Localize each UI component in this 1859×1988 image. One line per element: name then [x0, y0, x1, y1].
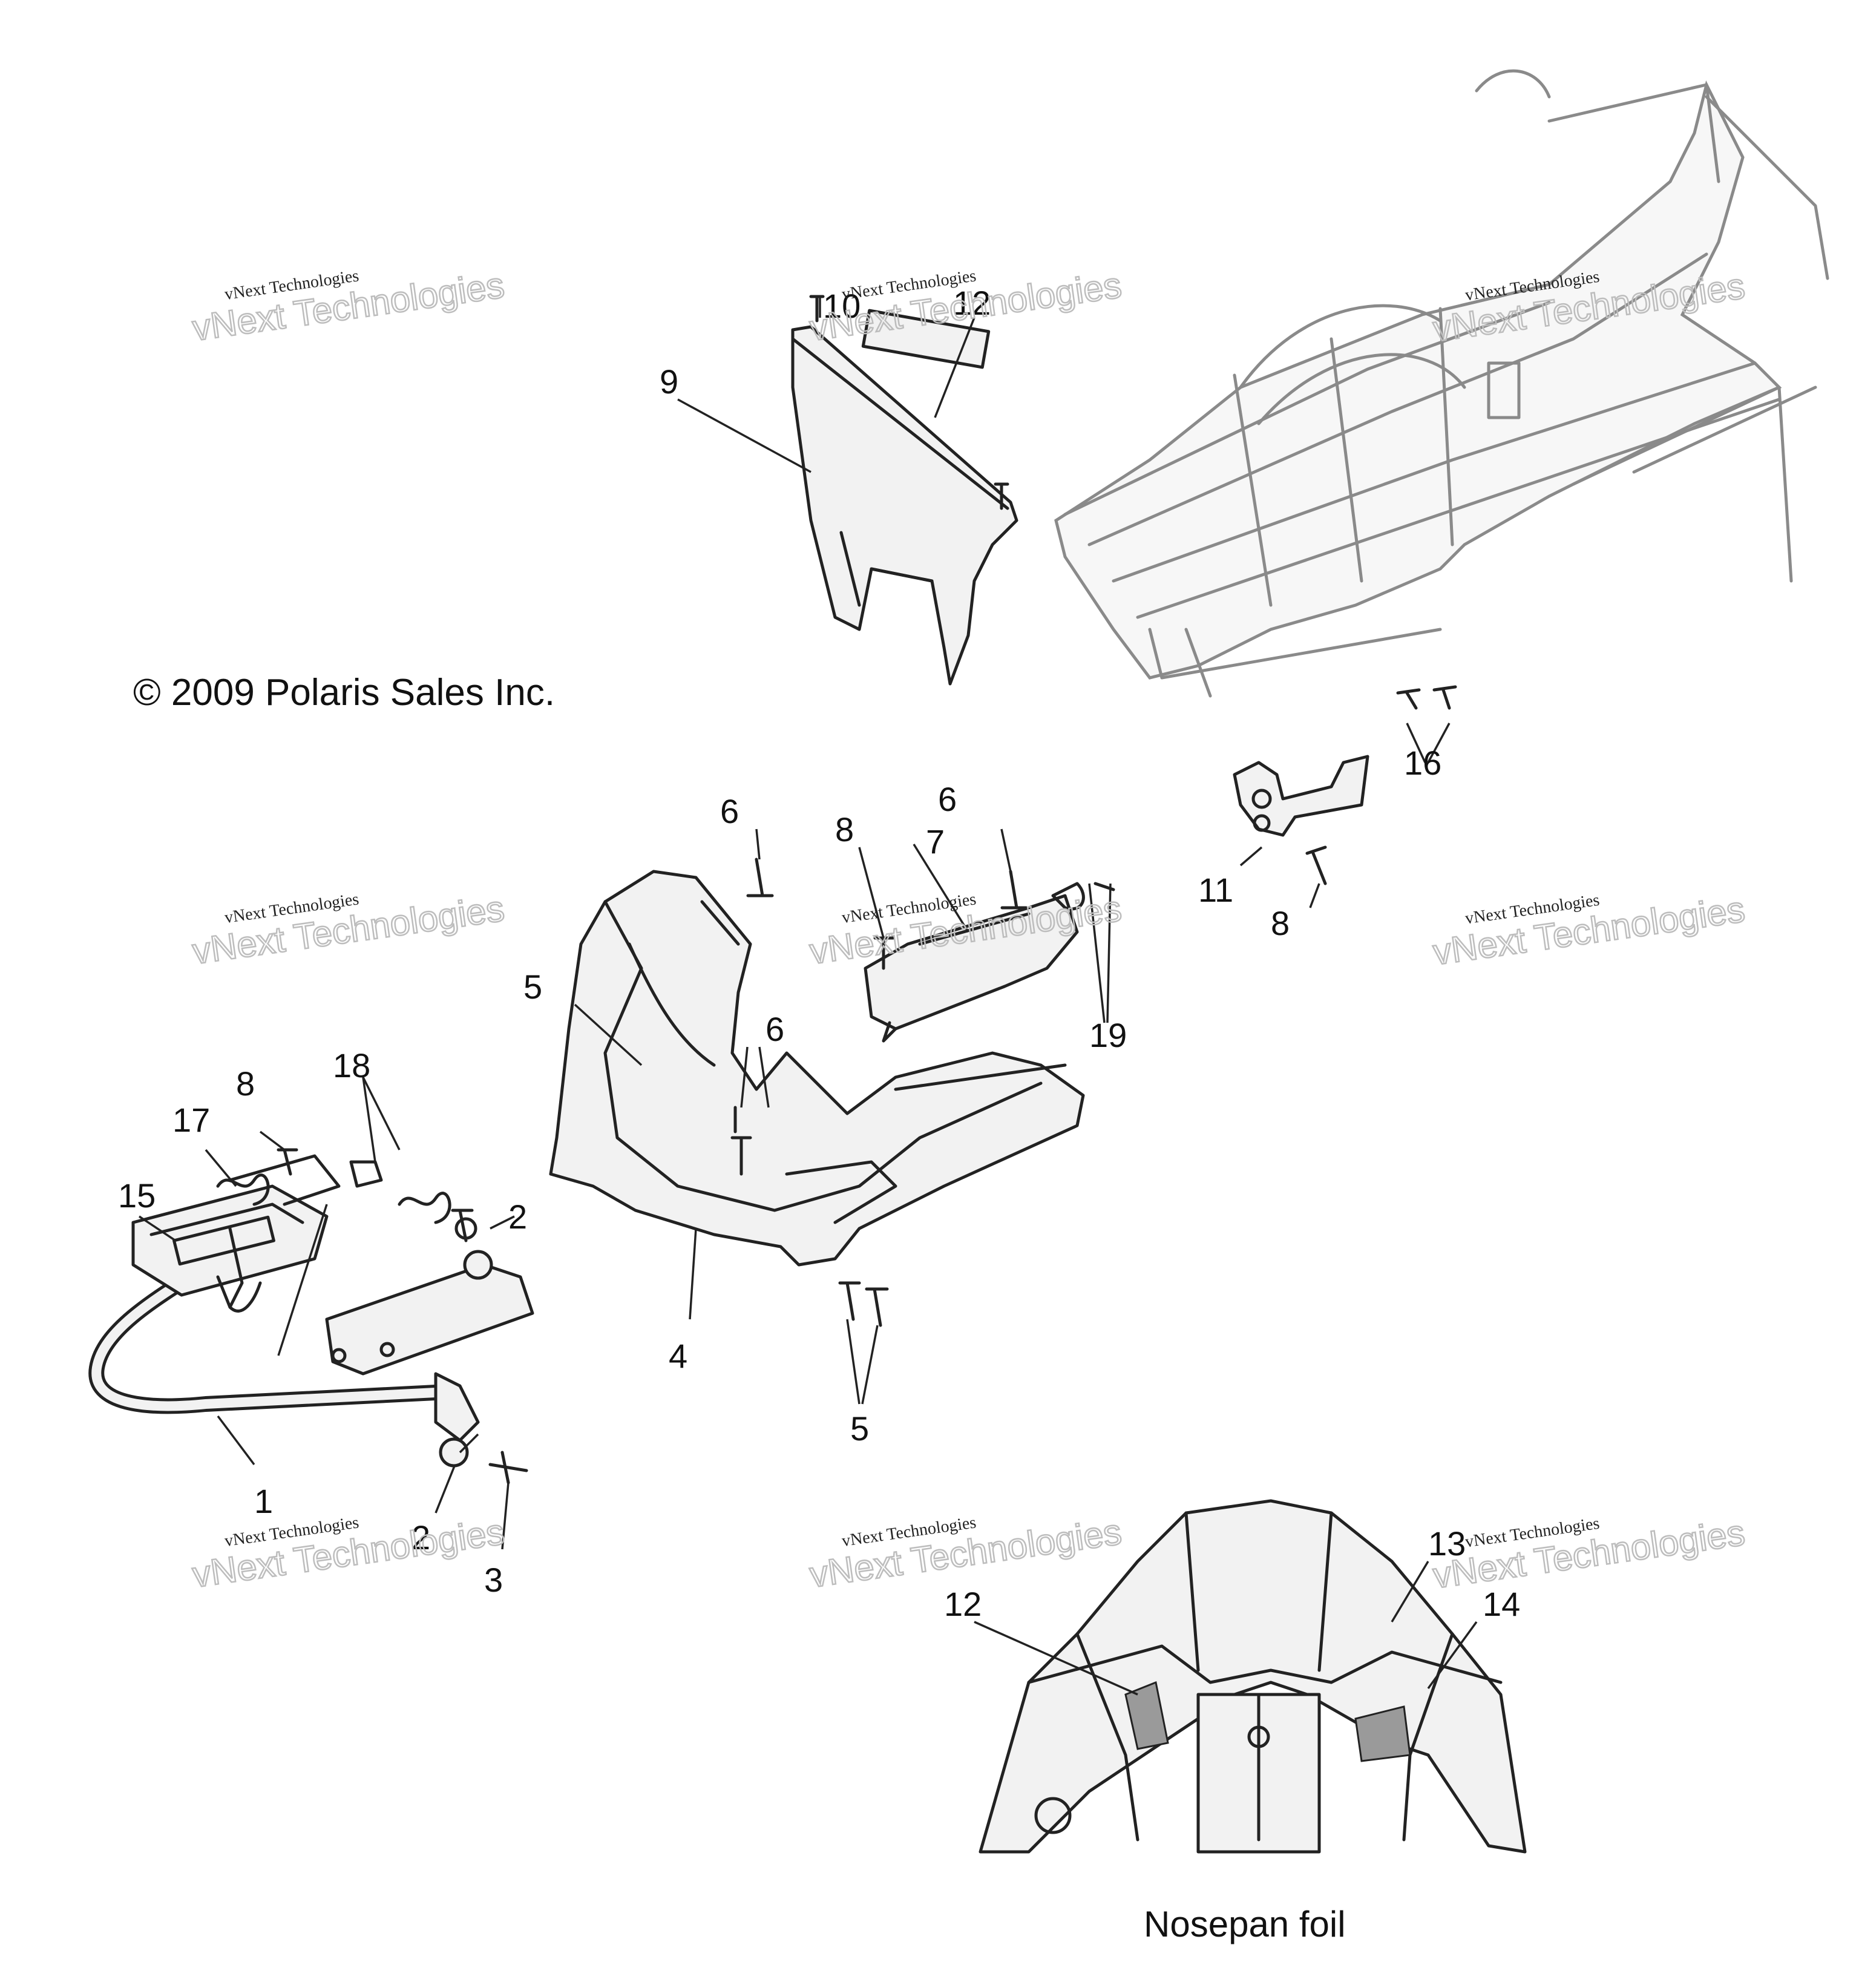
callout-8-a: 8	[835, 810, 854, 848]
watermark: vNext Technologies vNext Technologies	[807, 1511, 1125, 1596]
callout-17: 17	[172, 1101, 210, 1139]
callout-16: 16	[1404, 744, 1441, 782]
callout-6-b: 6	[938, 780, 957, 818]
callout-11: 11	[1198, 871, 1233, 909]
callout-6-a: 6	[720, 792, 739, 830]
nosepan-foil-caption: Nosepan foil	[1144, 1904, 1346, 1944]
bracket-11	[1233, 755, 1369, 837]
callout-2-b: 2	[411, 1518, 430, 1557]
heat-shield-7	[864, 894, 1079, 1043]
callout-13: 13	[1428, 1524, 1466, 1563]
callout-19: 19	[1089, 1016, 1127, 1054]
watermark: vNext Technologies vNext Technologies	[189, 887, 508, 973]
callout-labels: 10 12 9 16 6 8 7 6 11 8 19 5 6 4 5 8 18 …	[118, 284, 1520, 1623]
callout-1: 1	[254, 1482, 273, 1520]
callout-12-top: 12	[953, 284, 991, 322]
bumper-assembly	[88, 1154, 534, 1442]
callout-7: 7	[926, 822, 945, 861]
watermark: vNext Technologies vNext Technologies	[189, 1511, 508, 1596]
callout-12-bottom: 12	[944, 1585, 982, 1623]
callout-8-b: 8	[1271, 904, 1290, 942]
callout-8-c: 8	[236, 1065, 255, 1103]
callout-10: 10	[823, 287, 861, 325]
chassis-frame	[1054, 69, 1829, 698]
callout-5-a: 5	[523, 968, 542, 1006]
callout-6-c: 6	[766, 1010, 784, 1048]
callout-9: 9	[660, 362, 678, 401]
fasteners	[216, 685, 1457, 1484]
callout-5-b: 5	[850, 1409, 869, 1448]
leader-lines	[139, 297, 1478, 1696]
copyright-notice: © 2009 Polaris Sales Inc.	[133, 672, 555, 714]
watermark: vNext Technologies vNext Technologies	[189, 264, 508, 349]
callout-14: 14	[1483, 1585, 1520, 1623]
callout-2-a: 2	[508, 1198, 527, 1236]
watermark: vNext Technologies vNext Technologies	[1430, 888, 1748, 973]
callout-4: 4	[669, 1337, 687, 1375]
callout-15: 15	[118, 1176, 156, 1215]
watermark: vNext Technologies vNext Technologies	[1430, 1511, 1748, 1596]
nosepan-4	[549, 870, 1085, 1267]
nosepan-foil-view	[979, 1499, 1527, 1854]
heat-shield-9	[791, 295, 1018, 686]
callout-18: 18	[333, 1046, 370, 1084]
callout-3: 3	[484, 1561, 503, 1599]
